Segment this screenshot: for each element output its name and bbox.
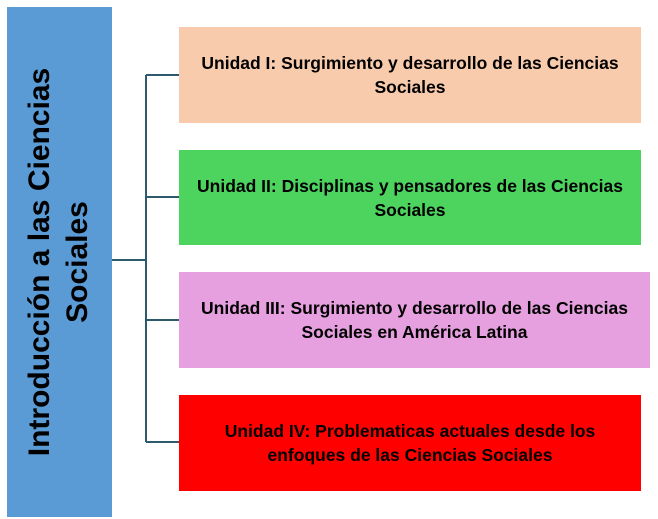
unit-2-box: Unidad II: Disciplinas y pensadores de l… [179, 150, 641, 245]
unit-4-label: Unidad IV: Problematicas actuales desde … [224, 421, 596, 465]
unit-1-label: Unidad I: Surgimiento y desarrollo de la… [201, 53, 619, 97]
root-topic-box [7, 7, 112, 517]
unit-3-label: Unidad III: Surgimiento y desarrollo de … [201, 298, 628, 342]
unit-1-box: Unidad I: Surgimiento y desarrollo de la… [179, 27, 641, 123]
unit-4-box: Unidad IV: Problematicas actuales desde … [179, 395, 641, 491]
unit-3-box: Unidad III: Surgimiento y desarrollo de … [179, 272, 650, 368]
unit-2-label: Unidad II: Disciplinas y pensadores de l… [197, 175, 623, 220]
